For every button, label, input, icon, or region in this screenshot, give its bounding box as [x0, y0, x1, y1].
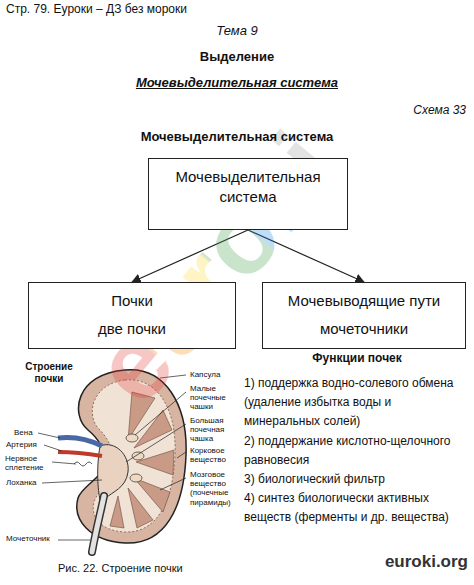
list-item: 4) синтез биологически активных веществ …: [244, 489, 470, 527]
scheme-number: Схема 33: [300, 104, 466, 118]
part-label: Лоханка: [6, 478, 46, 487]
part-label: Нервное сплетение: [5, 454, 51, 472]
part-label: Мозговое вещество (почечные пирамиды): [190, 470, 242, 507]
section-title: Выделение: [0, 50, 474, 65]
part-label: Малые почечные чашки: [190, 384, 242, 412]
part-label: Вена: [14, 428, 54, 437]
list-item: 3) биологический фильтр: [244, 470, 470, 489]
part-label: Мочеточник: [6, 534, 66, 543]
box-text: мочеточники: [271, 319, 457, 339]
part-label: Большая почечная чашка: [190, 416, 242, 444]
subsection-title: Мочевыделительная система: [0, 76, 474, 91]
page-header: Стр. 79. Еуроки – ДЗ без мороки: [6, 3, 326, 17]
box-text: Почки: [37, 291, 227, 311]
list-item: 2) поддержание кислотно-щелочного равнов…: [244, 432, 470, 470]
ureter: [92, 496, 104, 552]
process-box: Почки две почки: [28, 282, 236, 349]
list-heading: Функции почек: [244, 352, 470, 366]
figure-title: Строение почки: [16, 361, 82, 384]
renal-pelvis: [98, 445, 128, 500]
watermark-url: euroki.org: [372, 552, 468, 572]
box-text: Мочевыделительная система: [157, 167, 339, 206]
process-box: Мочевыделительная система: [148, 158, 348, 230]
ureter: [92, 496, 104, 552]
vein: [58, 437, 102, 446]
box-text: две почки: [37, 319, 227, 339]
nerve-plexus: [74, 462, 92, 466]
part-label: Корковое вещество: [190, 446, 242, 464]
calyces: [126, 434, 144, 482]
list-item: 1) поддержка водно-солевого обмена (удал…: [244, 374, 470, 432]
box-text: Мочевыводящие пути: [271, 291, 457, 311]
process-box: Мочевыводящие пути мочеточники: [262, 282, 466, 349]
figure-caption: Рис. 22. Строение почки: [58, 562, 258, 575]
topic-number: Тема 9: [0, 24, 474, 39]
diagram-title: Мочевыделительная система: [0, 130, 474, 145]
artery: [58, 452, 102, 456]
part-label: Артерия: [6, 440, 46, 449]
part-label: Капсула: [190, 370, 242, 379]
